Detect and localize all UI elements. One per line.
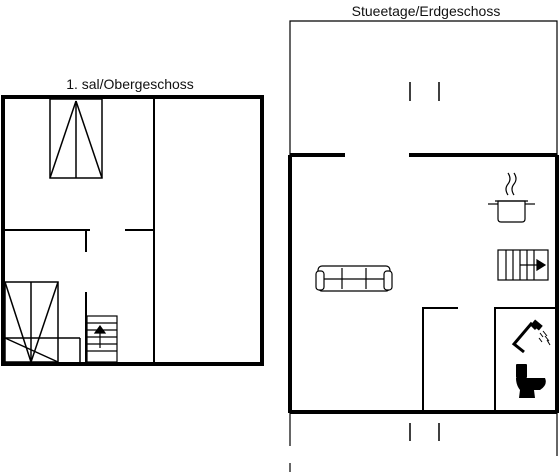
sofa-icon — [315, 265, 393, 292]
ground-floor-label: Stueetage/Erdgeschoss — [352, 3, 501, 19]
ground-floor: Stueetage/Erdgeschoss — [288, 3, 559, 472]
skylight-icon — [49, 98, 103, 179]
shower-icon — [511, 319, 551, 354]
toilet-icon — [516, 364, 546, 398]
stairs-icon — [86, 315, 118, 363]
ground-interior-wall-hall — [422, 307, 458, 412]
terrace-outline — [289, 20, 558, 155]
upper-floor-label: 1. sal/Obergeschoss — [66, 76, 194, 92]
skylight-icon — [4, 281, 81, 363]
stairs-icon — [497, 249, 549, 281]
upper-floor: 1. sal/Obergeschoss — [1, 76, 264, 366]
cooking-pot-icon — [488, 172, 535, 223]
